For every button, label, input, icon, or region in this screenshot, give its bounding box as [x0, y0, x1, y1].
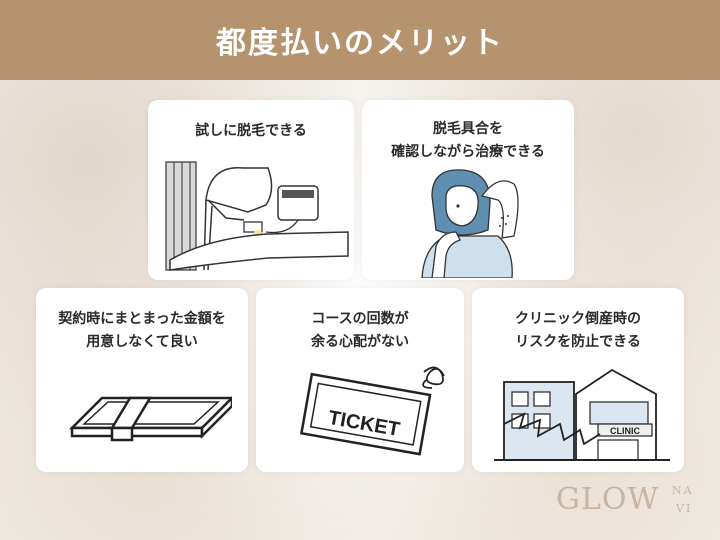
card-trial-line-1: 試しに脱毛できる: [195, 123, 307, 139]
card-no-leftover-line-1: コースの回数が: [311, 311, 409, 327]
card-bankruptcy-risk: クリニック倒産時の リスクを防止できる CLINIC: [472, 288, 684, 472]
card-no-upfront: 契約時にまとまった金額を 用意しなくて良い: [36, 288, 248, 472]
card-bankruptcy-risk-line-1: クリニック倒産時の: [515, 311, 641, 327]
ticket-icon: TICKET: [299, 366, 445, 456]
logo-bottom-text: VI: [676, 502, 693, 515]
card-bankruptcy-risk-line-2: リスクを防止できる: [515, 334, 641, 350]
card-check-progress: 脱毛具合を 確認しながら治療できる: [362, 100, 574, 280]
clinic-sign: CLINIC: [610, 426, 640, 436]
card-no-leftover-line-2: 余る心配がない: [311, 334, 409, 350]
card-no-leftover: コースの回数が 余る心配がない TICKET: [256, 288, 464, 472]
card-no-upfront-line-1: 契約時にまとまった金額を: [58, 311, 226, 327]
card-no-upfront-text: 契約時にまとまった金額を 用意しなくて良い: [36, 308, 248, 354]
card-no-leftover-text: コースの回数が 余る心配がない: [256, 308, 464, 354]
card-check-progress-text: 脱毛具合を 確認しながら治療できる: [362, 118, 574, 164]
collapsed-clinic-illustration: CLINIC: [494, 368, 670, 461]
logo-top-text: NA: [672, 484, 694, 497]
card-check-progress-line-1: 脱毛具合を: [433, 121, 503, 137]
page-title: 都度払いのメリット: [216, 26, 504, 61]
laser-treatment-illustration: [165, 161, 349, 271]
card-trial: 試しに脱毛できる: [148, 100, 354, 280]
header-banner: 都度払いのメリット: [0, 0, 720, 80]
logo-main-text: GLOW: [556, 482, 660, 517]
card-no-upfront-line-2: 用意しなくて良い: [86, 334, 198, 350]
money-bundle-icon: [68, 396, 232, 442]
woman-checking-underarm-illustration: [421, 169, 519, 278]
card-bankruptcy-risk-text: クリニック倒産時の リスクを防止できる: [472, 308, 684, 354]
glownavi-logo: GLOW NA VI: [556, 478, 706, 522]
card-check-progress-line-2: 確認しながら治療できる: [391, 144, 545, 160]
card-trial-text: 試しに脱毛できる: [148, 120, 354, 143]
